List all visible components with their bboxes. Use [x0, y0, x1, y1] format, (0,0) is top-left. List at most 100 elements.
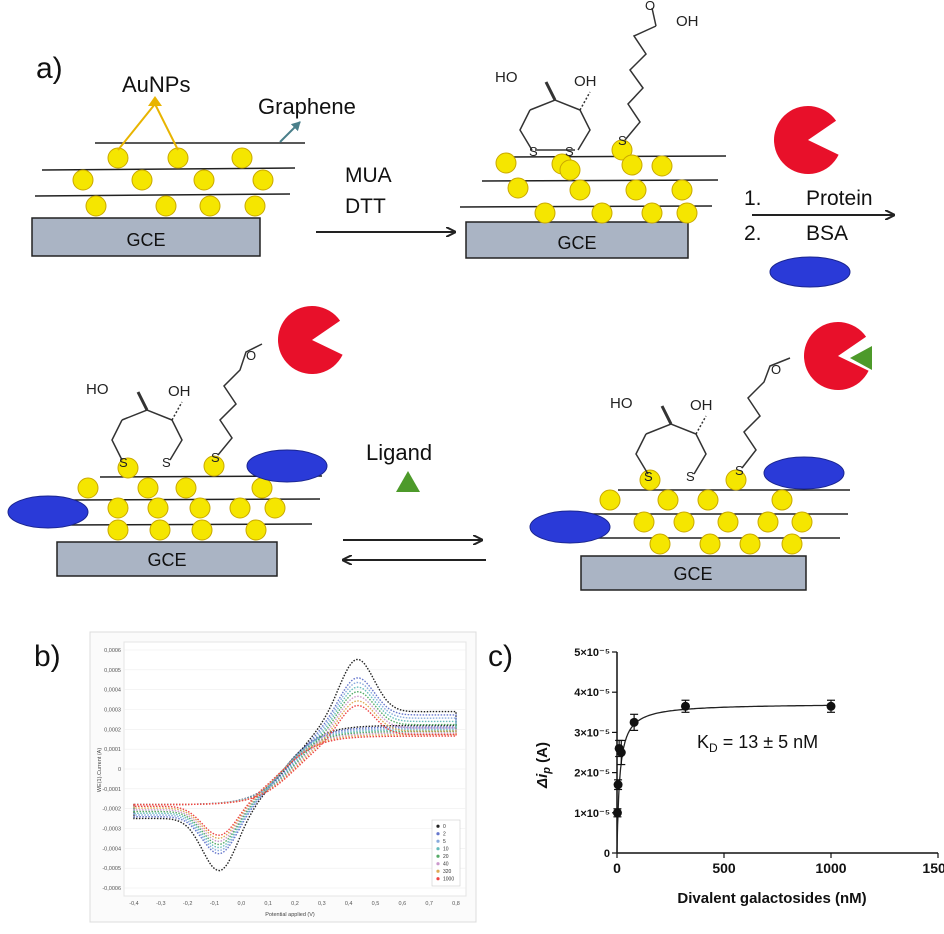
gold-nanoparticle: [611, 139, 633, 161]
cv-legend-label: 1000: [443, 877, 454, 883]
aunps-pointer: [117, 103, 156, 151]
c-y-tick-label: 3×10⁻⁵: [574, 727, 610, 739]
gold-nanoparticle: [199, 195, 221, 217]
oh-label: OH: [676, 13, 699, 30]
cv-legend-label: 40: [443, 862, 449, 868]
c-data-point: [613, 780, 623, 790]
c-data-point: [629, 717, 639, 727]
cv-legend-box: [431, 819, 461, 887]
gce-electrode: [465, 221, 689, 259]
cv-curve: [133, 704, 457, 836]
gold-nanoparticle: [203, 455, 225, 477]
cv-legend-label: 5: [443, 839, 446, 845]
oh-label: OH: [168, 383, 191, 400]
cv-legend-label: 2: [443, 832, 446, 838]
gold-nanoparticle: [131, 169, 153, 191]
gce-label: GCE: [147, 550, 186, 570]
gold-nanoparticle: [649, 533, 671, 555]
gold-nanoparticle: [771, 489, 793, 511]
ligand-triangle: [396, 471, 420, 492]
gold-nanoparticle: [244, 195, 266, 217]
c-data-point: [616, 748, 626, 757]
graphene-sheet: [499, 155, 727, 158]
cv-legend-marker: [436, 869, 440, 873]
c-x-axis-label: Divalent galactosides (nM): [677, 890, 866, 907]
dithiane-diol-structure: [635, 405, 707, 475]
gold-nanoparticle: [633, 511, 655, 533]
cv-y-tick: -0,0006: [102, 886, 121, 892]
o-label: O: [246, 348, 256, 363]
gce-electrode: [56, 541, 278, 577]
dithiane-diol-structure: [111, 391, 183, 461]
gold-nanoparticle: [651, 155, 673, 177]
c-data-points: [612, 699, 836, 818]
cv-x-tick: 0,4: [345, 901, 353, 907]
gold-nanoparticle: [264, 497, 286, 519]
s-label: S: [529, 144, 538, 159]
cv-y-tick: 0,0002: [104, 727, 121, 733]
cv-legend-marker: [436, 862, 440, 866]
c-fit-curve: [616, 704, 831, 854]
gold-nanoparticle: [671, 179, 693, 201]
s-label: S: [644, 469, 653, 484]
gold-nanoparticle: [676, 202, 698, 224]
gold-nanoparticle: [717, 511, 739, 533]
bsa-ellipse: [529, 510, 611, 544]
gce-label: GCE: [126, 230, 165, 250]
gold-nanoparticle: [739, 533, 761, 555]
cv-legend-marker: [436, 854, 440, 858]
ligand-triangle: [850, 346, 872, 370]
gold-nanoparticle: [137, 477, 159, 499]
cv-y-ticks: 0,00060,00050,00040,00030,00020,00010-0,…: [102, 648, 121, 892]
cv-y-tick: -0,0002: [102, 807, 121, 813]
gold-nanoparticle: [117, 457, 139, 479]
gold-nanoparticle: [85, 195, 107, 217]
gold-nanoparticle: [591, 202, 613, 224]
cv-x-tick: 0,8: [452, 901, 460, 907]
s-label: S: [686, 469, 695, 484]
gold-nanoparticle: [229, 497, 251, 519]
protein-pacman: [278, 306, 343, 374]
graphene-pointer: [279, 121, 301, 143]
cv-x-tick: 0,1: [264, 901, 272, 907]
panel-label-c: c): [488, 640, 513, 673]
cv-x-tick: 0,5: [372, 901, 380, 907]
ho-label: HO: [86, 381, 109, 398]
ligand-label: Ligand: [366, 440, 432, 465]
graphene-sheet: [41, 167, 296, 171]
cv-y-tick: -0,0001: [102, 787, 121, 793]
gold-nanoparticle: [673, 511, 695, 533]
cv-x-tick: 0,7: [425, 901, 433, 907]
gold-nanoparticle: [149, 519, 171, 541]
bsa-ellipse: [769, 256, 851, 288]
cv-x-tick: 0,2: [291, 901, 299, 907]
c-y-axis-label: Δip (A): [534, 742, 553, 789]
c-axes: [616, 652, 938, 854]
gold-nanoparticle: [495, 152, 517, 174]
c-data-point: [826, 701, 836, 711]
s-label: S: [119, 455, 128, 470]
gold-nanoparticle: [621, 154, 643, 176]
c-x-tick-label: 1500: [922, 860, 944, 876]
graphene-label: Graphene: [258, 94, 356, 119]
gold-nanoparticle: [251, 477, 273, 499]
c-x-tick-label: 0: [613, 860, 621, 876]
electrode-stage-4: GCE HO OH S S S O: [529, 357, 850, 591]
gold-nanoparticle: [599, 489, 621, 511]
cv-x-tick: 0,6: [399, 901, 407, 907]
ho-label: HO: [610, 395, 633, 412]
cv-legend-label: 20: [443, 854, 449, 860]
cv-y-tick: 0,0004: [104, 688, 121, 694]
bsa-ellipse: [246, 449, 328, 483]
panel-label-a: a): [36, 52, 63, 85]
electrode-stage-2: GCE HO OH S S S O OH: [459, 0, 727, 259]
electrode-stage-3: GCE HO OH S S S O: [7, 343, 328, 577]
cv-x-axis-label: Potential applied (V): [265, 912, 315, 918]
gold-nanoparticle: [791, 511, 813, 533]
mua-chain: [741, 357, 791, 469]
bsa-ellipse: [763, 456, 845, 490]
gold-nanoparticle: [107, 497, 129, 519]
gold-nanoparticle: [167, 147, 189, 169]
cv-y-tick: -0,0003: [102, 827, 121, 833]
